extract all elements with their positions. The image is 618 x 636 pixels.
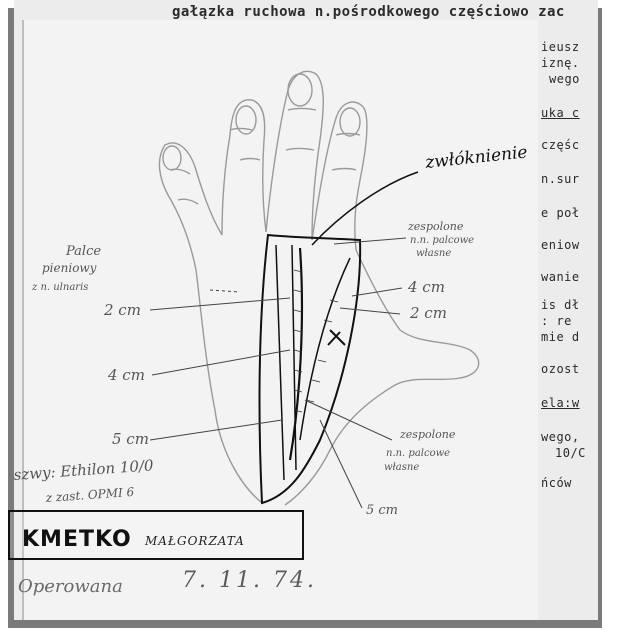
operative-field xyxy=(260,235,361,503)
label-zespolone-bottom: n.n. palcowe xyxy=(386,448,450,459)
measurement-2cm-right: 2 cm xyxy=(409,304,447,322)
patient-first-name: MAŁGORZATA xyxy=(145,534,245,548)
measurement-2cm-left: 2 cm xyxy=(103,301,141,319)
measurement-5cm-bottom: 5 cm xyxy=(366,503,398,518)
label-zespolone-bottom: własne xyxy=(384,462,419,473)
operation-date: 7. 11. 74. xyxy=(182,568,317,593)
label-zespolone-bottom: zespolone xyxy=(399,428,456,441)
label-fingers-line: pieniowy xyxy=(42,261,97,275)
measurement-5cm-left: 5 cm xyxy=(112,430,149,448)
patient-surname: KMETKO xyxy=(22,527,132,552)
operation-label: Operowana xyxy=(18,576,123,597)
label-zespolone-top: n.n. palcowe xyxy=(410,235,474,246)
label-fingers-line: Palce xyxy=(65,244,101,259)
measurement-4cm-right: 4 cm xyxy=(407,278,445,296)
sutures-line2: z zast. OPMI 6 xyxy=(44,485,135,505)
measurement-4cm-left: 4 cm xyxy=(107,366,145,384)
label-zwloknienie: zwłóknienie xyxy=(423,142,528,173)
label-zespolone-top: własne xyxy=(416,248,451,259)
label-zespolone-top: zespolone xyxy=(407,220,464,233)
label-fingers-line: z n. ulnaris xyxy=(31,282,88,293)
sutures-line1: szwy: Ethilon 10/0 xyxy=(13,456,154,484)
leader-lines xyxy=(150,172,418,508)
